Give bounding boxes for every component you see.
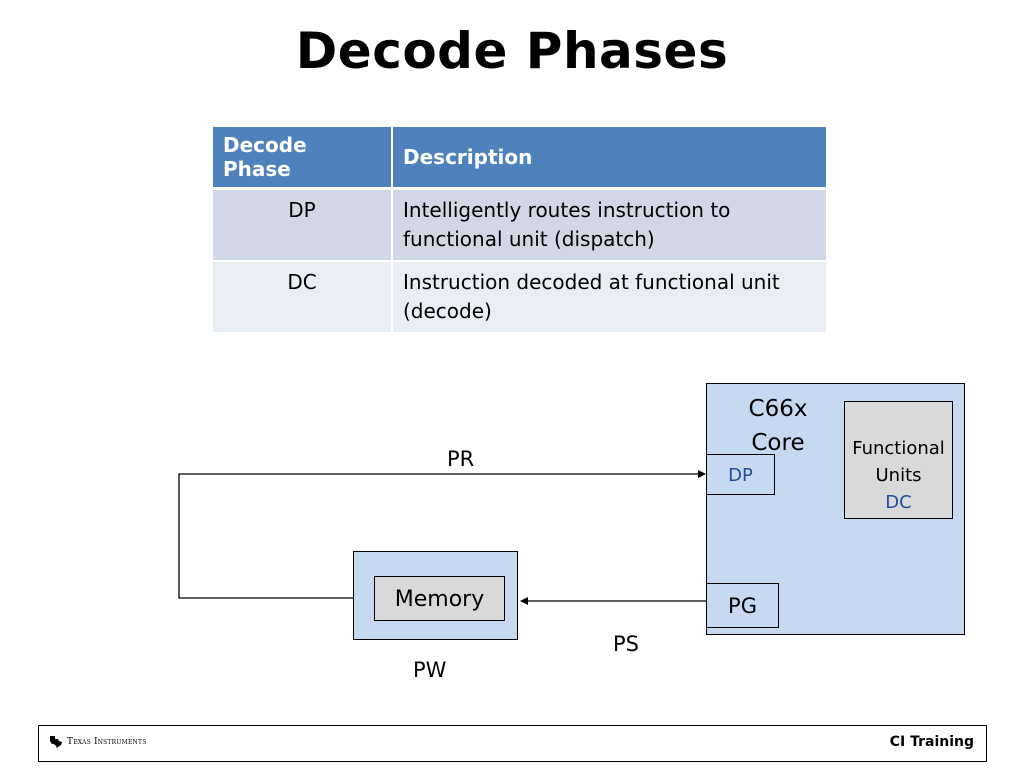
ti-logo: Texas Instruments: [49, 735, 147, 749]
description-cell: Instruction decoded at functional unit (…: [392, 261, 828, 334]
footer-bar: Texas Instruments CI Training: [38, 725, 987, 762]
description-cell: Intelligently routes instruction to func…: [392, 188, 828, 262]
dp-box: DP: [706, 454, 775, 495]
ci-training-label: CI Training: [889, 734, 974, 750]
table-header-row: Decode Phase Description: [213, 127, 828, 190]
functional-units-line1: Functional: [852, 438, 945, 459]
table-row: DP Intelligently routes instruction to f…: [213, 188, 828, 262]
phase-cell: DP: [213, 188, 393, 262]
ps-label: PS: [613, 632, 639, 656]
pr-connector: [178, 470, 706, 599]
memory-box: Memory: [374, 576, 505, 621]
decode-phases-table: Decode Phase Description DP Intelligentl…: [213, 127, 828, 334]
core-label-line2: Core: [751, 430, 805, 456]
functional-units-box: Functional Units DC: [844, 401, 953, 519]
page-title: Decode Phases: [295, 22, 729, 80]
pr-label: PR: [447, 447, 475, 471]
ti-logo-text: Texas Instruments: [67, 737, 147, 747]
pw-label: PW: [413, 658, 447, 682]
column-header-decode-phase: Decode Phase: [213, 127, 393, 190]
table-row: DC Instruction decoded at functional uni…: [213, 261, 828, 334]
texas-state-icon: [50, 736, 62, 748]
core-label-line1: C66x: [748, 396, 808, 422]
pg-box: PG: [706, 583, 779, 628]
functional-units-phase: DC: [885, 492, 912, 513]
phase-cell: DC: [213, 261, 393, 334]
functional-units-line2: Units: [875, 465, 922, 486]
core-label: C66x Core: [720, 392, 836, 460]
column-header-description: Description: [392, 127, 828, 190]
